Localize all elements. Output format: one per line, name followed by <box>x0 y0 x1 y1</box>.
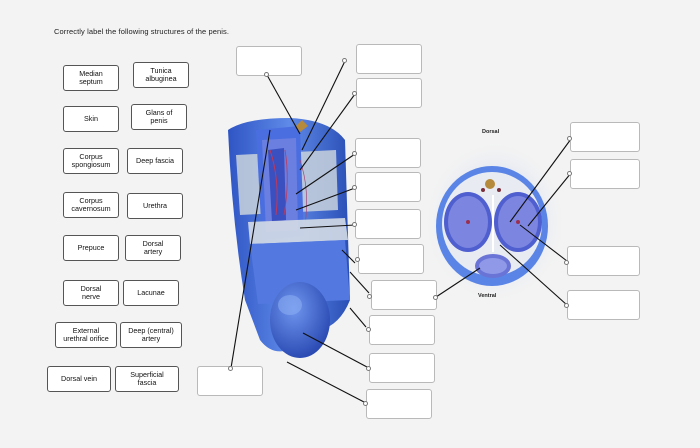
drop-zone-7[interactable] <box>358 244 424 274</box>
connector-dot[interactable] <box>366 366 371 371</box>
connector-dot[interactable] <box>228 366 233 371</box>
drop-zone-1[interactable] <box>236 46 302 76</box>
term-median-septum[interactable]: Median septum <box>63 65 119 91</box>
connector-dot[interactable] <box>567 171 572 176</box>
term-corpus-cavernosum[interactable]: Corpus cavernosum <box>63 192 119 218</box>
term-dorsal-artery[interactable]: Dorsal artery <box>125 235 181 261</box>
drop-zone-14[interactable] <box>570 159 640 189</box>
drop-zone-4[interactable] <box>355 138 421 168</box>
connector-dot[interactable] <box>567 136 572 141</box>
drop-zone-10[interactable] <box>369 353 435 383</box>
drop-zone-6[interactable] <box>355 209 421 239</box>
longitudinal-view <box>228 118 350 358</box>
ventral-label: Ventral <box>478 293 497 299</box>
term-corpus-spongiosum[interactable]: Corpus spongiosum <box>63 148 119 174</box>
drop-zone-9[interactable] <box>369 315 435 345</box>
term-skin[interactable]: Skin <box>63 106 119 132</box>
connector-dot[interactable] <box>352 91 357 96</box>
connector-dot[interactable] <box>564 260 569 265</box>
dorsal-label: Dorsal <box>482 129 500 135</box>
connector-dot[interactable] <box>363 401 368 406</box>
term-lacunae[interactable]: Lacunae <box>123 280 179 306</box>
term-superficial-fascia[interactable]: Superficial fascia <box>115 366 179 392</box>
connector-dot[interactable] <box>264 72 269 77</box>
term-glans-of-penis[interactable]: Glans of penis <box>131 104 187 130</box>
cross-section-view <box>423 140 567 304</box>
connector-dot[interactable] <box>352 185 357 190</box>
term-deep-central-artery[interactable]: Deep (central) artery <box>120 322 182 348</box>
term-external-urethral-orifice[interactable]: External urethral orifice <box>55 322 117 348</box>
connector-dot[interactable] <box>352 151 357 156</box>
term-prepuce[interactable]: Prepuce <box>63 235 119 261</box>
drop-zone-16[interactable] <box>567 290 640 320</box>
connector-dot[interactable] <box>366 327 371 332</box>
drop-zone-8[interactable] <box>371 280 437 310</box>
term-dorsal-vein[interactable]: Dorsal vein <box>47 366 111 392</box>
term-tunica-albuginea[interactable]: Tunica albuginea <box>133 62 189 88</box>
term-urethra[interactable]: Urethra <box>127 193 183 219</box>
connector-dot[interactable] <box>433 295 438 300</box>
term-dorsal-nerve[interactable]: Dorsal nerve <box>63 280 119 306</box>
connector-dot[interactable] <box>352 222 357 227</box>
connector-dot[interactable] <box>342 58 347 63</box>
drop-zone-11[interactable] <box>366 389 432 419</box>
leader-lines <box>230 60 572 403</box>
instruction-text: Correctly label the following structures… <box>54 27 230 36</box>
connector-dot[interactable] <box>367 294 372 299</box>
drop-zone-13[interactable] <box>570 122 640 152</box>
connector-dot[interactable] <box>355 257 360 262</box>
drop-zone-5[interactable] <box>355 172 421 202</box>
drop-zone-3[interactable] <box>356 78 422 108</box>
drop-zone-2[interactable] <box>356 44 422 74</box>
connector-dot[interactable] <box>564 303 569 308</box>
term-deep-fascia[interactable]: Deep fascia <box>127 148 183 174</box>
drop-zone-15[interactable] <box>567 246 640 276</box>
